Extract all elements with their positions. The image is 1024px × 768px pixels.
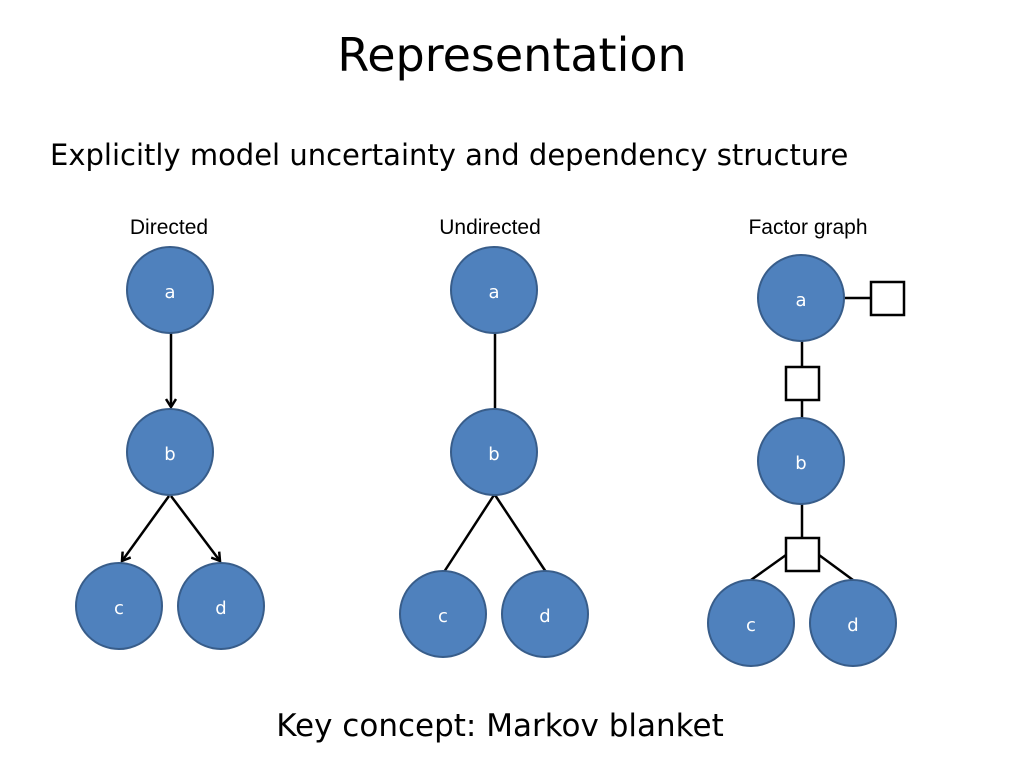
node-c: c — [399, 570, 487, 658]
edge-b-c — [442, 494, 496, 573]
svg-text:c: c — [746, 615, 756, 636]
node-a: a — [757, 254, 845, 342]
node-b: b — [126, 408, 214, 496]
node-b: b — [757, 417, 845, 505]
svg-text:c: c — [114, 598, 124, 619]
svg-text:a: a — [795, 290, 806, 311]
node-d: d — [501, 570, 589, 658]
edge-b-d — [493, 494, 548, 573]
undirected-label: Undirected — [439, 216, 541, 239]
svg-text:b: b — [488, 444, 499, 465]
slide-title: Representation — [337, 28, 687, 82]
svg-text:b: b — [795, 453, 806, 474]
svg-text:a: a — [488, 282, 499, 303]
slide-footer: Key concept: Markov blanket — [276, 708, 724, 744]
undirected-graph: Undirected a b c d — [399, 216, 589, 658]
node-a: a — [450, 246, 538, 334]
directed-label: Directed — [130, 216, 208, 239]
factor-node-b-c-d — [784, 536, 821, 573]
edge-factor3-c — [750, 553, 787, 582]
directed-graph: Directed a b c d — [75, 216, 265, 650]
node-b: b — [450, 408, 538, 496]
svg-text:d: d — [847, 615, 858, 636]
factor-node-a-b — [784, 365, 821, 402]
svg-text:b: b — [164, 444, 175, 465]
svg-text:d: d — [215, 598, 226, 619]
node-c: c — [707, 579, 795, 667]
slide-subtitle: Explicitly model uncertainty and depende… — [50, 138, 849, 172]
node-c: c — [75, 562, 163, 650]
factor-graph: Factor graph a b c d — [707, 216, 906, 667]
svg-text:a: a — [164, 282, 175, 303]
factor-node-a — [869, 280, 906, 317]
svg-text:c: c — [438, 606, 448, 627]
node-d: d — [809, 579, 897, 667]
svg-text:d: d — [539, 606, 550, 627]
edge-b-d — [170, 495, 220, 561]
node-a: a — [126, 246, 214, 334]
node-d: d — [177, 562, 265, 650]
factor-graph-label: Factor graph — [748, 216, 867, 239]
edge-factor3-d — [818, 553, 854, 582]
edge-b-c — [122, 495, 171, 561]
